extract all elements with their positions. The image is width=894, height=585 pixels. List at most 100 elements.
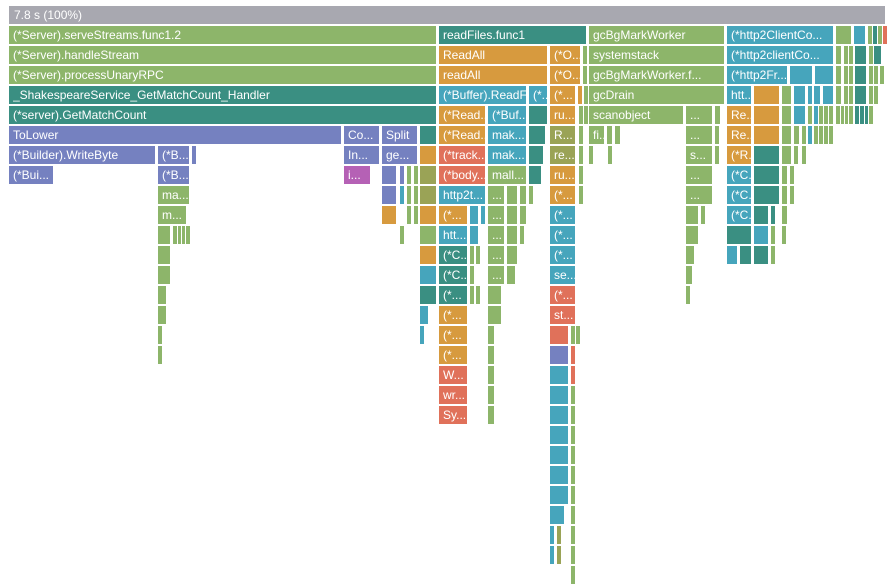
flame-frame-labeled[interactable]: Sy... [438, 405, 468, 425]
flame-frame-labeled[interactable]: ma... [157, 185, 190, 205]
flame-frame[interactable] [157, 305, 167, 325]
flame-frame[interactable] [807, 105, 813, 125]
flame-frame-labeled[interactable]: (*O... [549, 45, 581, 65]
flame-frame[interactable] [582, 45, 588, 65]
flame-frame[interactable] [549, 505, 565, 525]
flame-frame-labeled[interactable]: (*Builder).WriteByte [8, 145, 156, 165]
flame-frame-labeled[interactable]: ... [487, 245, 505, 265]
flame-frame[interactable] [781, 85, 792, 105]
flame-frame[interactable] [753, 105, 780, 125]
flame-frame-labeled[interactable]: (*... [549, 225, 576, 245]
flame-frame[interactable] [588, 145, 594, 165]
flame-frame[interactable] [549, 465, 569, 485]
flame-frame[interactable] [487, 365, 495, 385]
flame-frame[interactable] [487, 305, 502, 325]
flame-frame[interactable] [753, 85, 780, 105]
flame-frame[interactable] [781, 145, 792, 165]
flame-frame-labeled[interactable]: (*... [438, 205, 468, 225]
flame-frame-labeled[interactable]: (*C... [726, 185, 752, 205]
flame-frame-labeled[interactable]: (*... [549, 185, 576, 205]
flame-frame-labeled[interactable]: (*body... [438, 165, 486, 185]
flame-frame[interactable] [556, 525, 562, 545]
flame-frame-labeled[interactable]: gcDrain [588, 85, 725, 105]
flame-frame[interactable] [506, 185, 518, 205]
flame-frame-labeled[interactable]: (*... [438, 345, 468, 365]
flame-frame-labeled[interactable]: Re... [726, 125, 752, 145]
flame-frame[interactable] [487, 325, 495, 345]
flame-frame[interactable] [607, 145, 613, 165]
flame-frame[interactable] [685, 225, 699, 245]
flame-frame[interactable] [570, 405, 576, 425]
flame-frame[interactable] [570, 545, 576, 565]
flame-frame-labeled[interactable]: _ShakespeareService_GetMatchCount_Handle… [8, 85, 437, 105]
flame-frame[interactable] [475, 285, 481, 305]
flame-frame[interactable] [753, 125, 780, 145]
flame-frame[interactable] [685, 285, 691, 305]
flame-frame[interactable] [853, 25, 866, 45]
flame-frame[interactable] [781, 125, 792, 145]
flame-frame[interactable] [399, 185, 405, 205]
flame-frame[interactable] [549, 345, 569, 365]
flame-frame[interactable] [801, 145, 807, 165]
flame-frame-labeled[interactable]: ... [487, 185, 505, 205]
flame-frame-labeled[interactable]: (*Buf... [487, 105, 527, 125]
flame-frame-labeled[interactable]: (*Bui... [8, 165, 54, 185]
flame-frame[interactable] [770, 205, 776, 225]
flame-frame[interactable] [487, 345, 495, 365]
flame-frame[interactable] [419, 185, 437, 205]
flame-frame-labeled[interactable]: (*Server).handleStream [8, 45, 437, 65]
flame-frame-labeled[interactable]: ... [487, 205, 505, 225]
flame-frame[interactable] [406, 205, 412, 225]
flame-frame-labeled[interactable]: ... [685, 185, 713, 205]
flame-frame-labeled[interactable]: (*... [549, 285, 576, 305]
flame-frame[interactable] [413, 205, 419, 225]
flame-frame-labeled[interactable]: i... [343, 165, 371, 185]
flame-frame[interactable] [469, 245, 475, 265]
flame-frame-labeled[interactable]: (*C... [438, 245, 468, 265]
flame-frame[interactable] [528, 125, 546, 145]
flame-frame[interactable] [157, 345, 163, 365]
flame-frame[interactable] [556, 545, 562, 565]
flame-frame[interactable] [789, 165, 795, 185]
flame-frame[interactable] [807, 85, 813, 105]
flame-frame-labeled[interactable]: ... [487, 225, 505, 245]
flame-frame[interactable] [487, 385, 495, 405]
flame-frame[interactable] [191, 145, 197, 165]
flame-frame-labeled[interactable]: In... [343, 145, 380, 165]
flame-frame-labeled[interactable]: fi... [588, 125, 605, 145]
flame-frame[interactable] [781, 185, 788, 205]
flame-frame[interactable] [549, 525, 555, 545]
flame-frame[interactable] [469, 285, 475, 305]
flame-frame-labeled[interactable]: systemstack [588, 45, 725, 65]
flame-frame[interactable] [726, 245, 738, 265]
flame-frame[interactable] [793, 105, 806, 125]
flame-frame[interactable] [700, 205, 706, 225]
flame-frame[interactable] [413, 165, 419, 185]
flame-frame[interactable] [419, 225, 437, 245]
flame-frame-labeled[interactable]: (*R... [726, 145, 752, 165]
flame-frame-labeled[interactable]: mak... [487, 125, 527, 145]
flame-frame-labeled[interactable]: (*B... [157, 145, 190, 165]
flame-frame[interactable] [475, 245, 481, 265]
flame-frame[interactable] [419, 125, 437, 145]
flame-frame[interactable] [813, 85, 821, 105]
flame-frame[interactable] [570, 525, 576, 545]
flame-frame[interactable] [570, 485, 576, 505]
flame-frame[interactable] [570, 385, 576, 405]
flame-frame-labeled[interactable]: gcBgMarkWorker [588, 25, 725, 45]
flame-frame[interactable] [789, 65, 813, 85]
flame-frame[interactable] [577, 85, 583, 105]
flame-frame[interactable] [606, 125, 613, 145]
flame-frame-labeled[interactable]: re... [549, 145, 576, 165]
flame-frame[interactable] [419, 305, 429, 325]
flame-frame-labeled[interactable]: (*Server).processUnaryRPC [8, 65, 437, 85]
flame-frame-labeled[interactable]: (*... [438, 305, 468, 325]
flame-frame[interactable] [528, 165, 542, 185]
flame-frame-labeled[interactable]: mak... [487, 145, 527, 165]
flame-frame-labeled[interactable]: (*... [438, 285, 468, 305]
flame-frame[interactable] [519, 185, 527, 205]
flame-frame[interactable] [835, 85, 842, 105]
flame-frame[interactable] [685, 265, 693, 285]
flame-frame[interactable] [549, 545, 555, 565]
flame-frame-labeled[interactable]: (*http2ClientCo... [726, 25, 834, 45]
